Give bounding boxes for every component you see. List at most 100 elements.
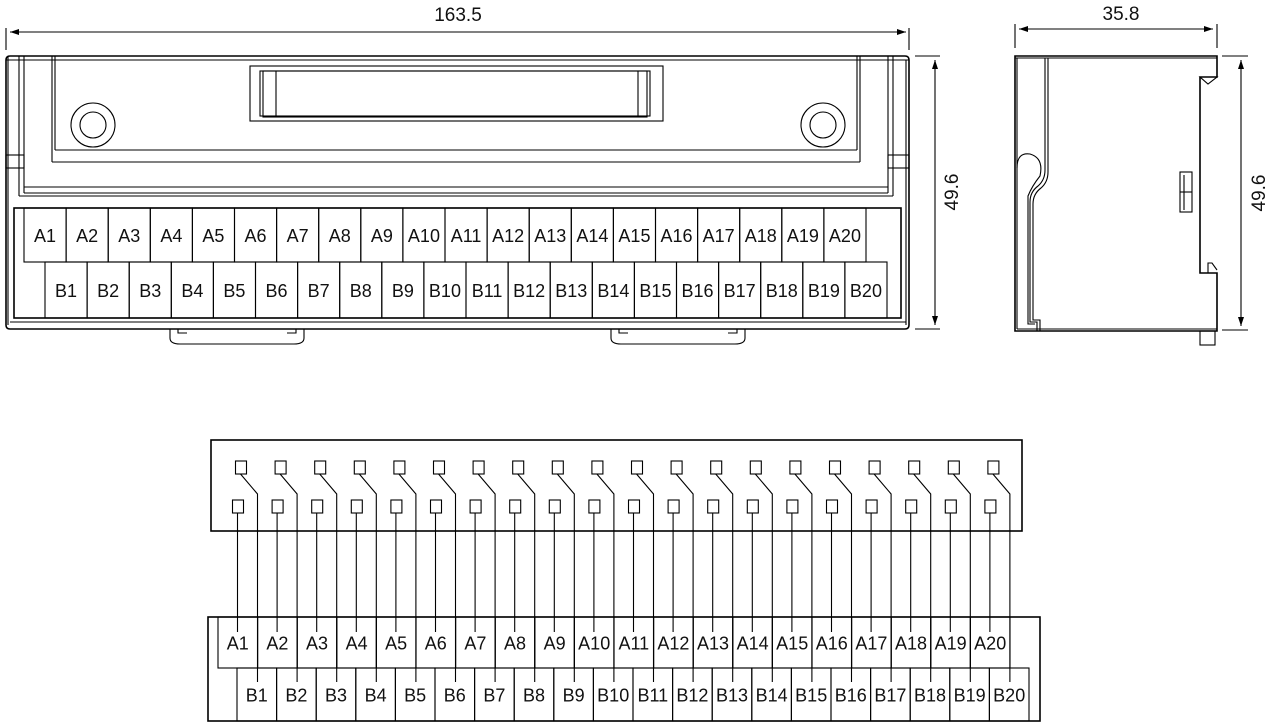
mounting-hole-right	[800, 102, 846, 148]
connector-pin-b	[987, 460, 1000, 475]
terminal-a-label: A18	[895, 634, 927, 654]
connector-pin-a	[786, 499, 799, 514]
terminal-a-label: A20	[829, 226, 861, 246]
connector-pin-a	[509, 499, 522, 514]
connector-pin-a	[469, 499, 482, 514]
connector-pin-a	[429, 499, 443, 514]
terminal-b-label: B15	[795, 686, 827, 706]
terminal-a-label: A4	[346, 634, 368, 654]
terminal-b-cell	[988, 667, 1030, 722]
connector-pin-a	[865, 499, 878, 514]
terminal-a-label: A1	[34, 226, 56, 246]
terminal-b-label: B10	[429, 281, 461, 301]
terminal-b-label: B6	[444, 686, 466, 706]
terminal-a-label: A13	[697, 634, 729, 654]
connector-body	[210, 439, 1023, 532]
connector-pin-b	[314, 460, 327, 475]
terminal-b-label: B17	[724, 281, 756, 301]
terminal-a-label: A14	[737, 634, 769, 654]
terminal-b-label: B5	[223, 281, 245, 301]
mounting-hole-left	[70, 102, 116, 148]
side-height-dimension: 49.6	[1222, 55, 1268, 331]
terminal-b-label: B4	[181, 281, 203, 301]
terminal-a-label: A12	[657, 634, 689, 654]
terminal-a-label: A6	[245, 226, 267, 246]
terminal-a-label: A2	[76, 226, 98, 246]
terminal-a-label: A3	[118, 226, 140, 246]
terminal-b-label: B9	[563, 686, 585, 706]
terminal-a-label: A17	[855, 634, 887, 654]
terminal-b-label: B18	[914, 686, 946, 706]
terminal-b-label: B4	[365, 686, 387, 706]
connector-pin-b	[393, 460, 406, 475]
terminal-b-label: B12	[513, 281, 545, 301]
terminal-a-label: A11	[451, 226, 482, 246]
terminal-b-label: B5	[404, 686, 426, 706]
connector-pin-b	[512, 460, 525, 475]
connector-pin-a	[707, 499, 720, 514]
front-height-dimension: 49.6	[915, 55, 963, 330]
terminal-b-label: B11	[637, 686, 668, 706]
connector-pin-b	[630, 460, 644, 475]
connector-pin-b	[789, 460, 802, 475]
terminal-b-label: B2	[97, 281, 119, 301]
terminal-a-label: A4	[160, 226, 182, 246]
terminal-b-label: B15	[639, 281, 671, 301]
terminal-a-label: A9	[544, 634, 566, 654]
terminal-b-label: B8	[350, 281, 372, 301]
terminal-a-label: A7	[287, 226, 309, 246]
connector-pin-b	[749, 460, 762, 475]
terminal-b-label: B8	[523, 686, 545, 706]
terminal-a-label: A1	[227, 634, 249, 654]
connector-pin-b	[591, 460, 604, 475]
connector-pin-a	[984, 499, 997, 514]
connector-pin-b	[828, 460, 842, 475]
terminal-a-label: A6	[425, 634, 447, 654]
terminal-b-cell	[844, 261, 888, 319]
terminal-a-label: A3	[306, 634, 328, 654]
connector-pin-a	[627, 499, 641, 514]
terminal-b-label: B16	[682, 281, 714, 301]
terminal-b-label: B19	[954, 686, 986, 706]
terminal-b-label: B20	[993, 686, 1025, 706]
connector-pin-b	[274, 460, 287, 475]
connector-pin-b	[868, 460, 881, 475]
connector-pin-b	[947, 460, 960, 475]
connector-pin-b	[472, 460, 485, 475]
front-width-value: 163.5	[434, 5, 482, 26]
terminal-b-label: B7	[308, 281, 330, 301]
front-width-dimension: 163.5	[5, 5, 910, 50]
terminal-b-label: B3	[325, 686, 347, 706]
terminal-a-label: A7	[464, 634, 486, 654]
terminal-b-label: B16	[835, 686, 867, 706]
terminal-b-label: B13	[716, 686, 748, 706]
terminal-b-label: B2	[285, 686, 307, 706]
terminal-a-label: A11	[618, 634, 649, 654]
terminal-a-label: A8	[504, 634, 526, 654]
terminal-b-label: B11	[472, 281, 503, 301]
front-height-value: 49.6	[942, 174, 963, 211]
terminal-b-label: B7	[483, 686, 505, 706]
terminal-a-label: A19	[935, 634, 967, 654]
terminal-a-label: A15	[776, 634, 808, 654]
connector-pin-a	[311, 499, 324, 514]
terminal-b-label: B12	[676, 686, 708, 706]
side-width-dimension: 35.8	[1014, 4, 1218, 48]
terminal-b-label: B1	[55, 281, 77, 301]
connector-pin-b	[908, 460, 921, 475]
terminal-a-label: A5	[202, 226, 224, 246]
side-width-value: 35.8	[1103, 4, 1140, 25]
connector-pin-a	[548, 499, 561, 514]
connector-pin-b	[234, 460, 248, 475]
side-view: 35.8 49.6	[1014, 4, 1268, 346]
terminal-a-label: A12	[492, 226, 524, 246]
connector-pin-a	[905, 499, 918, 514]
terminal-a-label: A10	[578, 634, 610, 654]
connector-slot	[249, 65, 664, 122]
connector-pin-a	[350, 499, 363, 514]
terminal-b-label: B18	[766, 281, 798, 301]
terminal-a-label: A15	[618, 226, 650, 246]
connector-pin-a	[944, 499, 957, 514]
